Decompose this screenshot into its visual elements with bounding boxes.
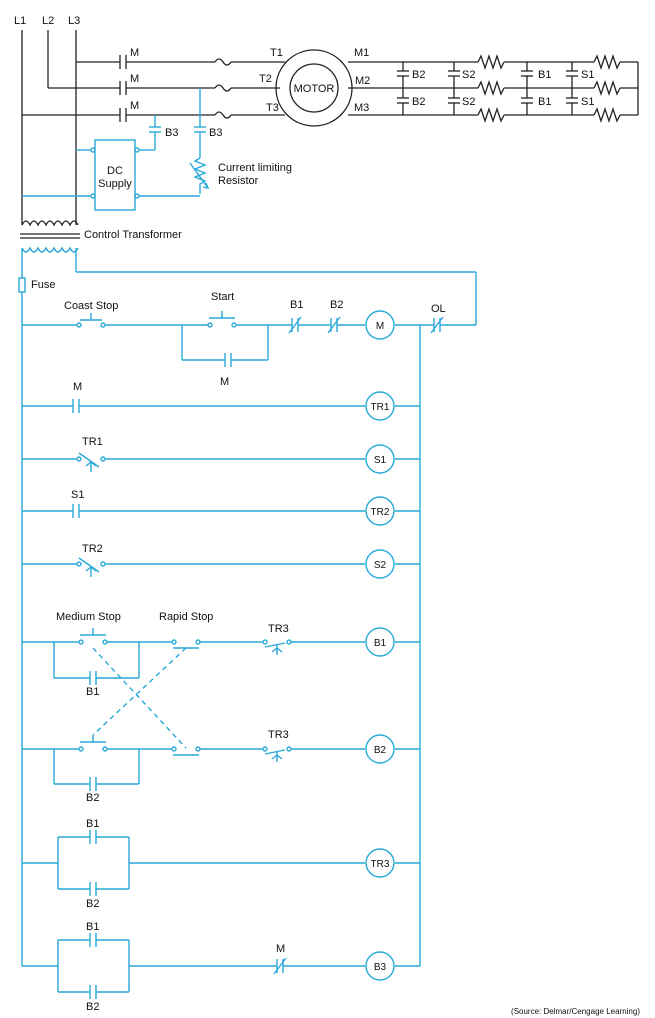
rapid-stop-label: Rapid Stop: [159, 611, 213, 623]
s1-contact-label: S1: [71, 489, 84, 501]
dc-injection: [22, 88, 210, 211]
label-b1-bottom: B1: [538, 96, 551, 108]
label-b2-top: B2: [412, 69, 425, 81]
label-l1: L1: [14, 15, 26, 27]
coil-b1-label: B1: [374, 638, 387, 649]
b2-nc-label: B2: [330, 299, 343, 311]
start-label: Start: [211, 291, 234, 303]
tr3-rung-b1-label: B1: [86, 818, 99, 830]
coil-s1-label: S1: [374, 455, 387, 466]
label-b3-right: B3: [209, 127, 222, 139]
coil-b3: [365, 951, 395, 981]
label-s2-bottom: S2: [462, 96, 475, 108]
fuse-label: Fuse: [31, 279, 55, 291]
label-m2: M2: [355, 75, 370, 87]
resistor-label-2: Resistor: [218, 175, 259, 187]
dc-supply-label-2: Supply: [98, 178, 132, 190]
label-b2-bottom: B2: [412, 96, 425, 108]
label-m1: M1: [354, 47, 369, 59]
braking-network: [397, 53, 621, 124]
ol-label: OL: [431, 303, 446, 315]
coil-s2-label: S2: [374, 560, 387, 571]
label-b3-left: B3: [165, 127, 178, 139]
b2-seal-label: B2: [86, 792, 99, 804]
dc-supply-label-1: DC: [107, 165, 123, 177]
mechanical-linkage: [92, 647, 187, 749]
tr3-b2-label: TR3: [268, 729, 289, 741]
b3-rung-b1-label: B1: [86, 921, 99, 933]
seal-m-label: M: [220, 376, 229, 388]
medium-stop-label: Medium Stop: [56, 611, 121, 623]
coil-m-label: M: [376, 321, 384, 332]
tr1-contact-label: TR1: [82, 436, 103, 448]
tr1-rung-m-label: M: [73, 381, 82, 393]
b3-rung-b2-label: B2: [86, 1001, 99, 1013]
rung-b2: [22, 735, 420, 791]
label-s1-top: S1: [581, 69, 594, 81]
label-m-contact-3: M: [130, 100, 139, 112]
coil-tr2: [365, 496, 395, 526]
label-m-contact-1: M: [130, 47, 139, 59]
label-l3: L3: [68, 15, 80, 27]
b3-rung-m-label: M: [276, 943, 285, 955]
tr2-contact-label: TR2: [82, 543, 103, 555]
coast-stop-label: Coast Stop: [64, 300, 118, 312]
motor-label: MOTOR: [294, 83, 335, 95]
rung-tr2: [22, 504, 420, 518]
coil-labels: M TR1 S1 TR2 S2 B1 B2 TR3 B3: [371, 321, 390, 973]
coil-b3-label: B3: [374, 962, 387, 973]
control-transformer-label: Control Transformer: [84, 229, 182, 241]
coil-s1: [365, 444, 395, 474]
coils: [365, 310, 395, 981]
overload-heaters: [214, 58, 285, 119]
coil-tr1-label: TR1: [371, 402, 390, 413]
control-transformer: [20, 220, 80, 253]
rung-m: [22, 311, 444, 367]
coil-tr3-label: TR3: [371, 859, 390, 870]
coil-s2: [365, 549, 395, 579]
coil-m: [365, 310, 395, 340]
power-bus: [21, 30, 120, 225]
b1-nc-label: B1: [290, 299, 303, 311]
label-m3: M3: [354, 102, 369, 114]
rung-s1: [22, 452, 420, 472]
rung-tr3: [22, 830, 420, 896]
rung-tr1: [22, 399, 420, 413]
rung-b3: [22, 933, 420, 999]
coil-b2: [365, 734, 395, 764]
tr3-b1-label: TR3: [268, 623, 289, 635]
labels: L1 L2 L3 M M M T1 T2 T3 MOTOR M1 M2 M3 B…: [14, 15, 594, 1013]
label-m-contact-2: M: [130, 73, 139, 85]
control-rails: [18, 248, 477, 966]
label-t2: T2: [259, 73, 272, 85]
coil-tr2-label: TR2: [371, 507, 390, 518]
label-s1-bottom: S1: [581, 96, 594, 108]
tr3-rung-b2-label: B2: [86, 898, 99, 910]
label-s2-top: S2: [462, 69, 475, 81]
label-t3: T3: [266, 102, 279, 114]
label-b1-top: B1: [538, 69, 551, 81]
coil-tr1: [365, 391, 395, 421]
source-credit: (Source: Delmar/Cengage Learning): [511, 1007, 640, 1016]
b1-seal-label: B1: [86, 686, 99, 698]
coil-b1: [365, 627, 395, 657]
rung-s2: [22, 557, 420, 577]
resistor-label-1: Current limiting: [218, 162, 292, 174]
label-l2: L2: [42, 15, 54, 27]
rung-b1: [22, 628, 420, 685]
coil-b2-label: B2: [374, 745, 387, 756]
label-t1: T1: [270, 47, 283, 59]
coil-tr3: [365, 848, 395, 878]
